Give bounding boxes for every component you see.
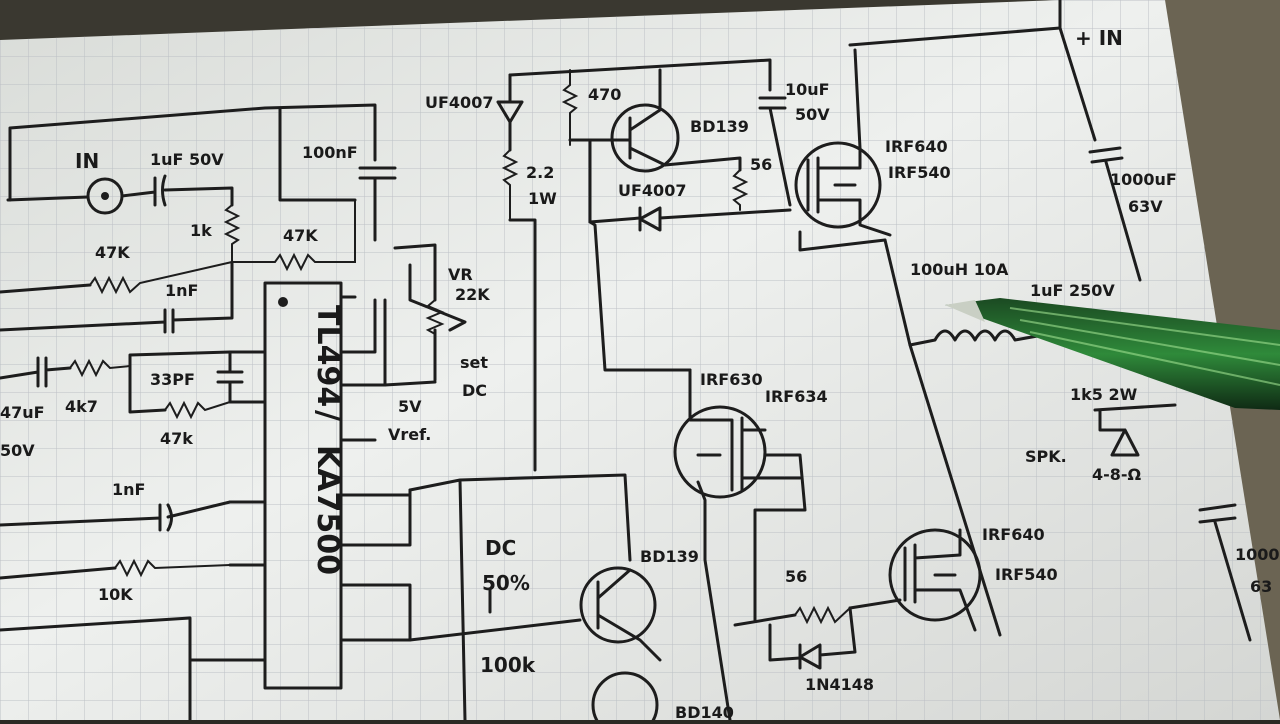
label-res-4k7: 4k7: [65, 397, 98, 416]
label-res-100k: 100k: [480, 653, 536, 677]
label-mosfet-top-b: IRF540: [888, 163, 951, 182]
label-diode-uf4007-b: UF4007: [618, 181, 686, 200]
transistor-bd140-icon: [591, 671, 659, 724]
label-cap-10uf-50v: 50V: [795, 105, 830, 124]
label-cap-1uf-250v: 1uF 250V: [1030, 281, 1115, 300]
label-cap-100nf: 100nF: [302, 143, 358, 162]
label-res-1k5-2w: 1k5 2W: [1070, 385, 1138, 404]
label-vr-22k: 22K: [455, 285, 490, 304]
mosfet-irf630: IRF630 IRF634: [673, 368, 828, 722]
label-res-1w: 1W: [528, 189, 557, 208]
transistor-bd139-top-icon: [610, 103, 680, 173]
output-stage: + IN 1000uF 63V 100uH 10A 1uF 250V 1k5 2…: [883, 26, 1280, 642]
label-set: set: [460, 353, 488, 372]
label-dc-50-dc: DC: [485, 536, 516, 560]
label-input-plus-in: + IN: [1075, 26, 1123, 50]
label-res-1k: 1k: [190, 221, 212, 240]
label-mosfet-irf630: IRF630: [700, 370, 763, 389]
label-cap-1000uf-63v: 63V: [1128, 197, 1163, 216]
label-inductor: 100uH 10A: [910, 260, 1009, 279]
label-res-47k-a: 47K: [95, 243, 130, 262]
input-section: IN 1uF 50V 1k 47K 47K 1nF 100nF 47uF 50V…: [0, 103, 397, 722]
label-speaker: SPK.: [1025, 447, 1067, 466]
low-side-driver: DC 50% BD139 100k BD140: [408, 473, 734, 724]
label-5v: 5V: [398, 397, 422, 416]
label-res-10k: 10K: [98, 585, 133, 604]
ic-tl494: TL494 / KA7500: [188, 281, 412, 690]
label-set-dc: DC: [462, 381, 487, 400]
mosfet-top-icon: [794, 141, 882, 229]
label-speaker-ohm: 4-8-Ω: [1092, 465, 1142, 484]
label-cap-10uf: 10uF: [785, 80, 830, 99]
label-cap-1000-bottom: 1000: [1235, 545, 1280, 564]
label-res-56-top: 56: [750, 155, 772, 174]
label-cap-1uf-50v: 1uF 50V: [150, 150, 224, 169]
label-cap-1nf-a: 1nF: [165, 281, 198, 300]
label-cap-33pf: 33PF: [150, 370, 195, 389]
gate-network-bottom: 56 1N4148 IRF640 IRF540: [733, 525, 1058, 694]
label-vr: VR: [448, 265, 473, 284]
ic-label-tl494: TL494: [310, 305, 345, 407]
label-res-2-2: 2.2: [526, 163, 554, 182]
label-mosfet-bottom-b: IRF540: [995, 565, 1058, 584]
ic-label-separator: /: [310, 410, 345, 421]
label-mosfet-irf634: IRF634: [765, 387, 828, 406]
trimmer-vr-22k: VR 22K set DC 5V Vref.: [383, 243, 490, 444]
transistor-bd139-bottom-icon: [579, 566, 657, 644]
label-cap-47uf: 47uF: [0, 403, 45, 422]
label-bd139-top: BD139: [690, 117, 749, 136]
label-res-470: 470: [588, 85, 621, 104]
mosfet-irf630-icon: [673, 405, 767, 499]
label-vref: Vref.: [388, 425, 431, 444]
label-res-56-bottom: 56: [785, 567, 807, 586]
ic-label-ka7500: KA7500: [310, 445, 345, 575]
mosfet-bottom-icon: [888, 528, 982, 622]
label-cap-1000uf: 1000uF: [1110, 170, 1177, 189]
label-bd139-bottom: BD139: [640, 547, 699, 566]
label-res-47k-c: 47k: [160, 429, 193, 448]
label-50v: 50V: [0, 441, 35, 460]
label-mosfet-top-a: IRF640: [885, 137, 948, 156]
label-bd140: BD140: [675, 703, 734, 720]
pen-pointer-icon: [945, 298, 1280, 410]
high-side-driver: UF4007 2.2 1W 470 BD139 56 UF4007 10uF 5…: [425, 58, 830, 472]
label-diode-uf4007-a: UF4007: [425, 93, 493, 112]
label-cap-1nf-b: 1nF: [112, 480, 145, 499]
label-res-47k-b: 47K: [283, 226, 318, 245]
label-diode-1n4148: 1N4148: [805, 675, 874, 694]
label-in-left: IN: [75, 149, 99, 173]
label-cap-63-bottom: 63: [1250, 577, 1272, 596]
label-mosfet-bottom-a: IRF640: [982, 525, 1045, 544]
